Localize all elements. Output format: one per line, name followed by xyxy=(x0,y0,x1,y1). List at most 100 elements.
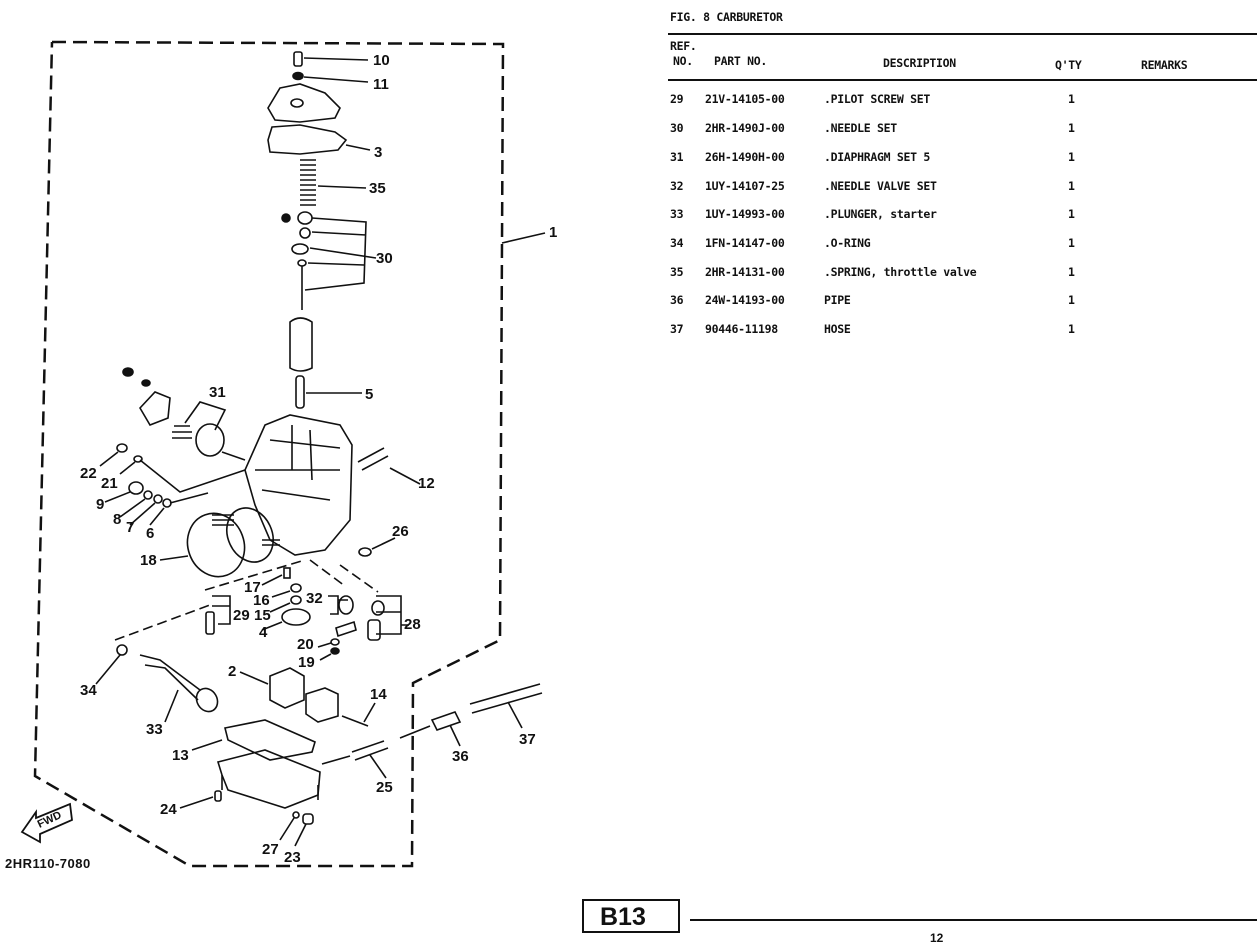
callout-12: 12 xyxy=(418,475,435,492)
cell-ref: 36 xyxy=(670,293,684,307)
callout-15: 15 xyxy=(254,607,271,624)
cell-qty: 1 xyxy=(1068,236,1075,250)
callout-22: 22 xyxy=(80,465,97,482)
part-4 xyxy=(261,608,311,631)
cell-qty: 1 xyxy=(1068,150,1075,164)
callout-35: 35 xyxy=(369,180,386,197)
cell-description: .DIAPHRAGM SET 5 xyxy=(824,150,930,164)
callout-16: 16 xyxy=(253,592,270,609)
header-description: DESCRIPTION xyxy=(883,56,956,70)
part-29 xyxy=(205,595,231,635)
cell-part-no: 1FN-14147-00 xyxy=(705,236,785,250)
part-o-ring-18 xyxy=(159,512,246,578)
table-row: 30 2HR-1490J-00 .NEEDLE SET 1 xyxy=(0,121,1075,141)
part-19 xyxy=(319,647,340,661)
table-row: 33 1UY-14993-00 .PLUNGER, starter 1 xyxy=(0,207,1075,227)
table-row: 35 2HR-14131-00 .SPRING, throttle valve … xyxy=(0,265,1075,285)
cell-qty: 1 xyxy=(1068,322,1075,336)
callout-14: 14 xyxy=(370,686,387,703)
header-remarks: REMARKS xyxy=(1141,58,1188,72)
cell-ref: 31 xyxy=(670,150,684,164)
callout-32: 32 xyxy=(306,590,323,607)
part-27 xyxy=(279,811,300,841)
part-17 xyxy=(261,567,291,586)
assembly-boundary xyxy=(33,40,505,868)
page-tag: B13 xyxy=(600,903,646,931)
part-6 xyxy=(149,492,209,526)
callout-21: 21 xyxy=(101,475,118,492)
callout-37: 37 xyxy=(519,731,536,748)
part-diaphragm-31 xyxy=(122,367,246,461)
cell-ref: 30 xyxy=(670,121,684,135)
part-16 xyxy=(271,583,302,598)
callout-17: 17 xyxy=(244,579,261,596)
cell-ref: 32 xyxy=(670,179,684,193)
figure-title: FIG. 8 CARBURETOR xyxy=(670,10,783,24)
cell-qty: 1 xyxy=(1068,179,1075,193)
callout-31: 31 xyxy=(209,384,226,401)
table-row: 32 1UY-14107-25 .NEEDLE VALVE SET 1 xyxy=(0,179,1075,199)
cell-description: PIPE xyxy=(824,293,851,307)
cell-ref: 37 xyxy=(670,322,684,336)
header-ref-line2: NO. xyxy=(673,54,693,68)
callout-30: 30 xyxy=(376,250,393,267)
cell-part-no: 1UY-14993-00 xyxy=(705,207,785,221)
part-spring-35 xyxy=(300,159,367,206)
part-23 xyxy=(294,813,314,847)
part-20 xyxy=(317,638,340,648)
part-21 xyxy=(119,455,246,493)
table-row: 36 24W-14193-00 PIPE 1 xyxy=(0,293,1075,313)
cell-qty: 1 xyxy=(1068,293,1075,307)
cell-description: .NEEDLE SET xyxy=(824,121,897,135)
callout-5: 5 xyxy=(365,386,374,403)
callout-36: 36 xyxy=(452,748,469,765)
callout-23: 23 xyxy=(284,849,301,866)
cell-part-no: 1UY-14107-25 xyxy=(705,179,785,193)
part-gasket-3 xyxy=(267,124,348,155)
callout-34: 34 xyxy=(80,682,97,699)
carburetor-exploded-diagram xyxy=(20,40,546,868)
part-33 xyxy=(139,654,219,723)
callout-24: 24 xyxy=(160,801,177,818)
callout-26: 26 xyxy=(392,523,409,540)
cell-description: .PILOT SCREW SET xyxy=(824,92,930,106)
table-row: 34 1FN-14147-00 .O-RING 1 xyxy=(0,236,1075,256)
part-needle-set-30 xyxy=(281,211,377,310)
cell-ref: 34 xyxy=(670,236,684,250)
part-7 xyxy=(129,494,163,526)
cell-description: .SPRING, throttle valve xyxy=(824,265,977,279)
callout-10: 10 xyxy=(373,52,390,69)
cell-description: .O-RING xyxy=(824,236,871,250)
part-screw-10 xyxy=(293,51,369,67)
footer-rule xyxy=(690,919,1257,921)
table-header-rule xyxy=(668,79,1257,81)
header-qty: Q'TY xyxy=(1055,58,1082,72)
callout-28: 28 xyxy=(404,616,421,633)
callout-2: 2 xyxy=(228,663,237,680)
part-pipe-25 xyxy=(321,740,389,779)
cell-ref: 29 xyxy=(670,92,684,106)
cell-part-no: 2HR-14131-00 xyxy=(705,265,785,279)
part-28 xyxy=(367,595,409,641)
header-part-no: PART NO. xyxy=(714,54,767,68)
callout-11: 11 xyxy=(373,76,389,93)
callout-33: 33 xyxy=(146,721,163,738)
part-cover xyxy=(267,83,341,123)
part-26 xyxy=(358,537,396,557)
cell-part-no: 26H-1490H-00 xyxy=(705,150,785,164)
cell-qty: 1 xyxy=(1068,207,1075,221)
cell-qty: 1 xyxy=(1068,121,1075,135)
part-pin-14 xyxy=(341,702,376,727)
callout-20: 20 xyxy=(297,636,314,653)
part-8 xyxy=(119,490,153,518)
cell-description: HOSE xyxy=(824,322,851,336)
callout-9: 9 xyxy=(96,496,105,513)
part-15 xyxy=(269,595,302,613)
callout-13: 13 xyxy=(172,747,189,764)
cell-ref: 35 xyxy=(670,265,684,279)
cell-part-no: 2HR-1490J-00 xyxy=(705,121,785,135)
cell-qty: 1 xyxy=(1068,92,1075,106)
cell-description: .PLUNGER, starter xyxy=(824,207,937,221)
part-float-2 xyxy=(239,667,339,723)
part-throttle-valve xyxy=(289,317,313,372)
